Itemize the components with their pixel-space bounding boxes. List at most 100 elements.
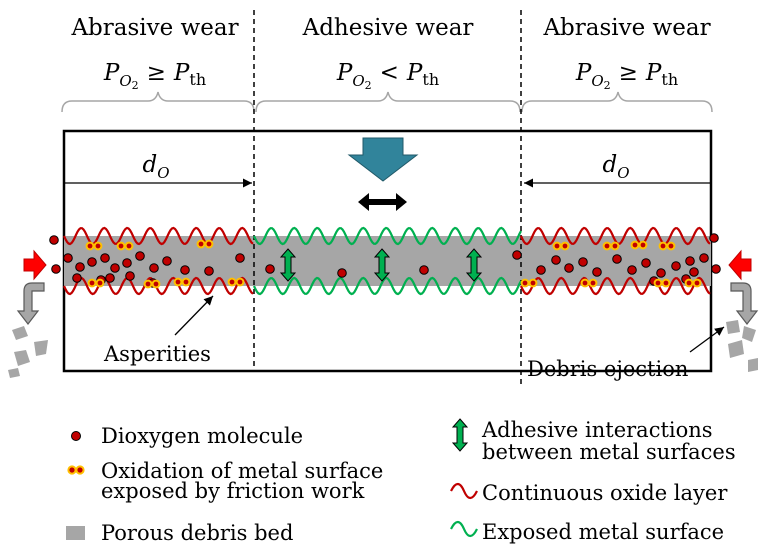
debris-bed-legend-icon bbox=[66, 526, 85, 540]
surface-waves bbox=[63, 226, 711, 296]
oxygen-molecule bbox=[512, 250, 522, 260]
oxidation-legend-icon-a bbox=[67, 465, 77, 475]
oxygen-molecule bbox=[235, 253, 245, 263]
oxygen-molecule bbox=[536, 265, 546, 275]
oxygen-molecule bbox=[564, 263, 574, 273]
left-debris-fragments bbox=[8, 326, 48, 378]
debris-ejection-label: Debris ejection bbox=[527, 357, 688, 381]
oxygen-molecule bbox=[122, 258, 132, 268]
oxidation-spot bbox=[661, 278, 671, 288]
oxidation-spot bbox=[116, 241, 126, 251]
oxygen-molecule bbox=[578, 257, 588, 267]
oxygen-molecule bbox=[100, 253, 110, 263]
oxygen-molecule bbox=[49, 235, 59, 245]
left-bottom-oxide-wave bbox=[63, 276, 254, 296]
oxidation-spot bbox=[151, 279, 161, 289]
right-dimension-label: dO bbox=[602, 152, 629, 182]
adhesive-legend-label-2: between metal surfaces bbox=[482, 440, 736, 464]
oxidation-spot bbox=[560, 241, 570, 251]
right-ejection-arrow bbox=[730, 282, 759, 325]
oxygen-molecule bbox=[711, 264, 721, 274]
oxidation-spot bbox=[235, 277, 245, 287]
oxygen-molecule bbox=[180, 265, 190, 275]
dioxygen-legend-label: Dioxygen molecule bbox=[101, 424, 303, 448]
asperities-pointer bbox=[174, 295, 214, 336]
right-debris-fragments bbox=[726, 320, 758, 372]
left-region-title: Abrasive wear bbox=[70, 15, 238, 41]
oxygen-molecule bbox=[72, 273, 82, 283]
oxidation-legend-label-1: Oxidation of metal surface bbox=[101, 459, 383, 483]
double-vertical-arrow-icon-1 bbox=[279, 248, 297, 282]
adhesive-legend-label-1: Adhesive interactions bbox=[481, 418, 713, 442]
oxygen-molecule bbox=[612, 254, 622, 264]
center-region-title: Adhesive wear bbox=[302, 15, 474, 41]
adhesive-legend-icon bbox=[451, 418, 469, 452]
oxidation-spot bbox=[93, 241, 103, 251]
oxygen-molecule bbox=[204, 266, 214, 276]
legend: Dioxygen molecule Oxidation of metal sur… bbox=[66, 418, 736, 545]
left-ejection-arrow bbox=[16, 282, 45, 325]
center-condition: PO2<Pth bbox=[336, 60, 439, 92]
oxygen-molecule bbox=[63, 253, 73, 263]
oxygen-molecule bbox=[671, 261, 681, 271]
oxidation-spots bbox=[85, 239, 702, 289]
oxidation-spot bbox=[124, 241, 134, 251]
debris-ejection-pointer bbox=[689, 326, 725, 353]
center-brace bbox=[255, 91, 521, 113]
oxygen-molecule bbox=[51, 264, 61, 274]
oxygen-molecule bbox=[265, 264, 275, 274]
oxygen-molecule bbox=[149, 263, 159, 273]
oxidation-spot bbox=[143, 279, 153, 289]
oxygen-molecule bbox=[337, 268, 347, 278]
oxygen-molecule bbox=[685, 256, 695, 266]
exposed-metal-legend-label: Exposed metal surface bbox=[482, 520, 724, 544]
oxygen-molecule bbox=[162, 256, 172, 266]
right-condition: PO2≥Pth bbox=[575, 60, 678, 92]
oxygen-molecule bbox=[105, 273, 115, 283]
oxidation-spot bbox=[520, 278, 530, 288]
oxygen-molecule bbox=[87, 257, 97, 267]
oxidation-spot bbox=[684, 278, 694, 288]
oxygen-molecule bbox=[656, 268, 666, 278]
left-arrow-icon bbox=[728, 249, 752, 281]
oxidation-spot bbox=[588, 278, 598, 288]
oxidation-spot bbox=[653, 278, 663, 288]
oxygen-molecule bbox=[125, 271, 135, 281]
asperities-label: Asperities bbox=[103, 342, 211, 366]
right-brace bbox=[521, 91, 713, 113]
oxidation-spot bbox=[638, 240, 648, 250]
oxidation-spot bbox=[602, 241, 612, 251]
oxidation-legend-label-2: exposed by friction work bbox=[101, 479, 365, 503]
oxygen-molecule bbox=[627, 265, 637, 275]
oxide-layer-legend-label: Continuous oxide layer bbox=[482, 481, 728, 505]
right-arrow-icon bbox=[23, 249, 47, 281]
oxygen-molecule bbox=[135, 251, 145, 261]
oxide-layer-legend-icon bbox=[450, 482, 478, 500]
oxygen-molecule bbox=[641, 258, 651, 268]
oxidation-spot bbox=[87, 278, 97, 288]
double-vertical-arrow-icon-2 bbox=[373, 248, 391, 282]
oxygen-molecule bbox=[592, 267, 602, 277]
oxygen-molecule bbox=[689, 267, 699, 277]
oxidation-spot bbox=[196, 239, 206, 249]
oxygen-molecule bbox=[709, 233, 719, 243]
oxygen-molecule bbox=[110, 263, 120, 273]
oxidation-spot bbox=[181, 277, 191, 287]
oxidation-spot bbox=[580, 278, 590, 288]
oxidation-spot bbox=[552, 241, 562, 251]
exposed-metal-legend-icon bbox=[450, 520, 478, 538]
debris-bed-legend-label: Porous debris bed bbox=[101, 521, 293, 545]
oxidation-spot bbox=[204, 239, 214, 249]
oxygen-molecule bbox=[419, 265, 429, 275]
center-bottom-metal-wave bbox=[253, 276, 522, 296]
right-top-oxide-wave bbox=[520, 226, 711, 246]
adhesive-arrows bbox=[279, 248, 483, 282]
oxidation-spot bbox=[658, 241, 668, 251]
right-region-title: Abrasive wear bbox=[542, 15, 710, 41]
oxygen-molecule bbox=[551, 255, 561, 265]
double-vertical-arrow-icon-3 bbox=[465, 248, 483, 282]
oxygen-molecule bbox=[699, 253, 709, 263]
left-brace bbox=[61, 91, 255, 113]
left-top-oxide-wave bbox=[63, 226, 254, 246]
